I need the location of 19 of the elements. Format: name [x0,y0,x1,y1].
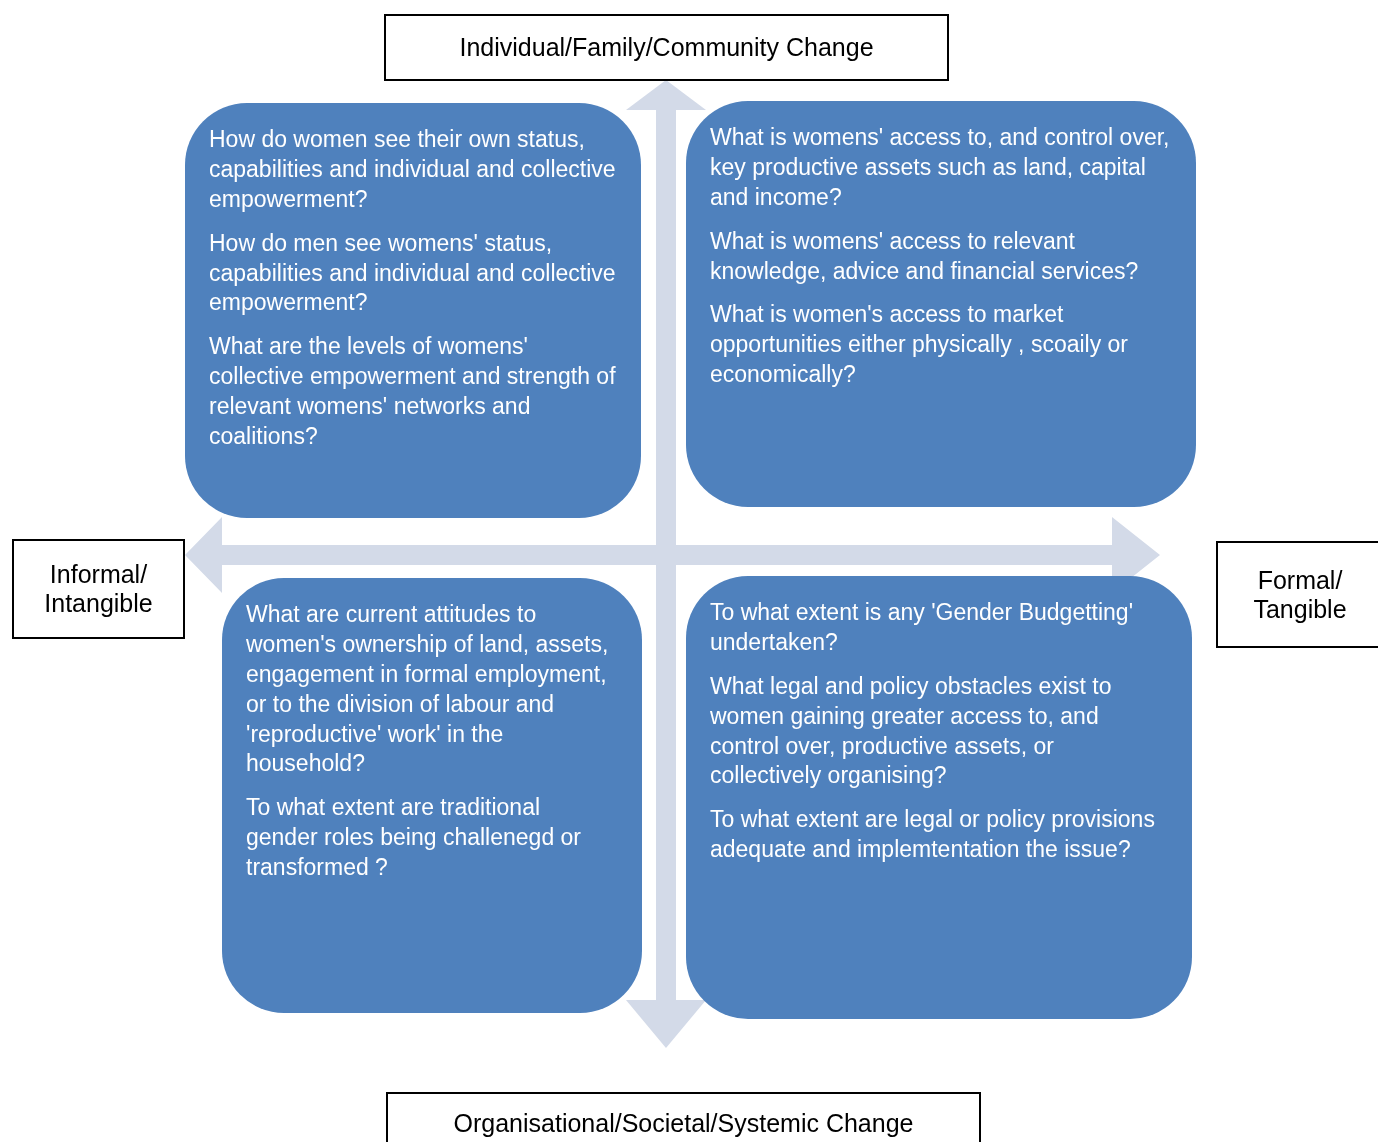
question-text: What are the levels of womens' collective empowerment and strength of relevant womens' networks and coalitions? [209,332,617,451]
axis-label: Individual/Family/Community Change [384,14,949,81]
question-text: What is womens' access to relevant knowledge, advice and financial services? [710,226,1140,286]
question-panel [222,578,642,1013]
axis-label: Formal/ Tangible [1216,541,1378,648]
question-panel [185,103,641,518]
question-panel [686,101,1196,507]
question-text: To what extent are legal or policy provisions adequate and implemtentation the issue? [710,805,1156,865]
question-text: How do women see their own status, capabilities and individual and collective empowerment? [209,125,617,214]
question-panel [686,576,1192,1019]
axis-label: Organisational/Societal/Systemic Change [386,1092,981,1142]
question-text: What are current attitudes to women's ownership of land, assets, engagement in formal employment, or to the division of labour and 'reproductive' work' in the household? [246,600,610,779]
question-text: To what extent are traditional gender roles being challenegd or transformed ? [246,793,583,883]
question-text: What legal and policy obstacles exist to women gaining greater access to, and control over, productive assets, or collectively organising? [710,671,1113,791]
question-text: To what extent is any 'Gender Budgetting' undertaken? [710,598,1135,657]
question-text: What is women's access to market opportunities either physically , scoaily or economically? [710,300,1130,390]
axis-label: Informal/ Intangible [12,539,185,639]
question-text: How do men see womens' status, capabilities and individual and collective empowerment? [209,228,617,318]
question-text: What is womens' access to, and control over, key productive assets such as land, capital and income? [710,123,1171,212]
